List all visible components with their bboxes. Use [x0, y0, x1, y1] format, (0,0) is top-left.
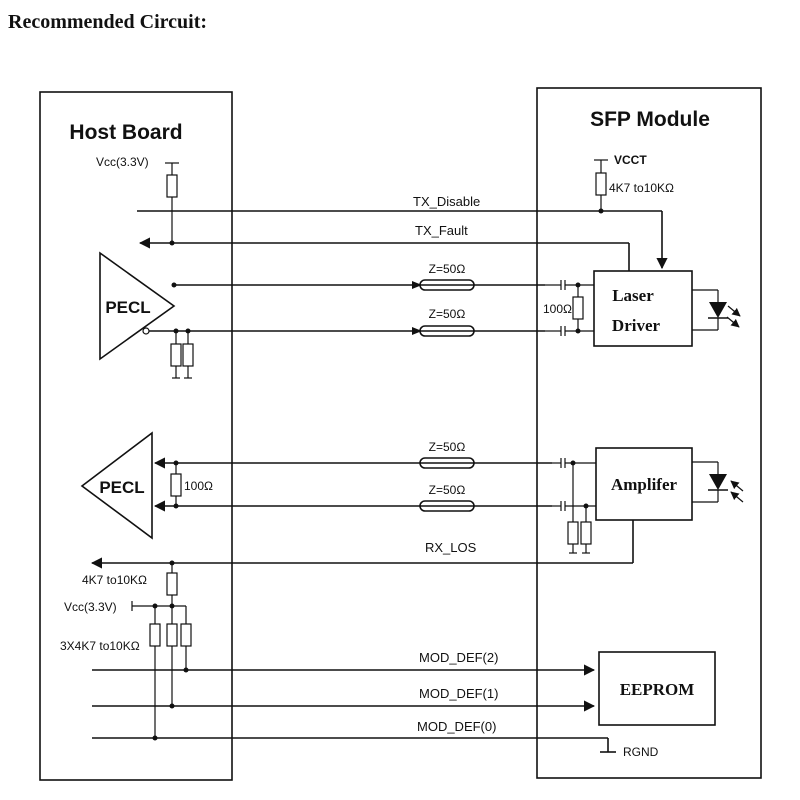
sfp-module-title: SFP Module	[590, 108, 710, 131]
host-vcc-label-top: Vcc(3.3V)	[96, 155, 149, 169]
tx-fault-label: TX_Fault	[415, 223, 468, 238]
photodiode-icon	[692, 461, 744, 503]
vcct-label: VCCT	[614, 153, 647, 167]
rx-termination	[552, 458, 596, 554]
rx-pecl-receiver	[80, 431, 153, 540]
laser-diode-icon	[692, 289, 741, 331]
amplifier-box	[595, 447, 693, 521]
tx-disable-line	[137, 210, 668, 270]
mod-def0-label: MOD_DEF(0)	[417, 719, 496, 734]
tx-diff-pair	[149, 282, 545, 379]
z-label-rx-1: Z=50Ω	[429, 440, 466, 454]
mod-def-lines	[92, 664, 616, 753]
tx-transmission-lines	[412, 279, 475, 337]
tx-fault-line	[138, 237, 630, 271]
rx-los-label: RX_LOS	[425, 540, 477, 555]
rgnd-label: RGND	[623, 745, 659, 759]
los-pullup-label: 4K7 to10KΩ	[82, 573, 147, 587]
tx-termination-label: 100Ω	[543, 302, 572, 316]
host-board-box	[39, 91, 233, 781]
moddef-pullups-label: 3X4K7 to10KΩ	[60, 639, 140, 653]
z-label-tx-2: Z=50Ω	[429, 307, 466, 321]
z-label-tx-1: Z=50Ω	[429, 262, 466, 276]
rx-pecl-label: PECL	[99, 478, 144, 497]
laser-driver-label-1: Laser	[612, 286, 654, 305]
module-tx-disable-pullup	[594, 159, 608, 214]
host-tx-fault-pullup	[165, 162, 179, 246]
page-title: Recommended Circuit:	[8, 11, 207, 33]
laser-driver-box	[593, 270, 693, 347]
tx-termination	[545, 280, 594, 336]
eeprom-label: EEPROM	[620, 680, 695, 699]
rx-diff-pair	[153, 457, 552, 512]
mod-def2-label: MOD_DEF(2)	[419, 650, 498, 665]
rx-termination-label: 100Ω	[184, 479, 213, 493]
z-label-rx-2: Z=50Ω	[429, 483, 466, 497]
mod-def1-label: MOD_DEF(1)	[419, 686, 498, 701]
host-board-title: Host Board	[69, 121, 182, 144]
tx-disable-label: TX_Disable	[413, 194, 480, 209]
amplifier-label: Amplifer	[611, 475, 678, 494]
host-vcc-label-mid: Vcc(3.3V)	[64, 600, 117, 614]
rx-transmission-lines	[419, 457, 475, 512]
eeprom-box	[598, 651, 716, 726]
tx-pecl-label: PECL	[105, 298, 150, 317]
laser-driver-label-2: Driver	[612, 316, 661, 335]
module-pullup-label: 4K7 to10KΩ	[609, 181, 674, 195]
